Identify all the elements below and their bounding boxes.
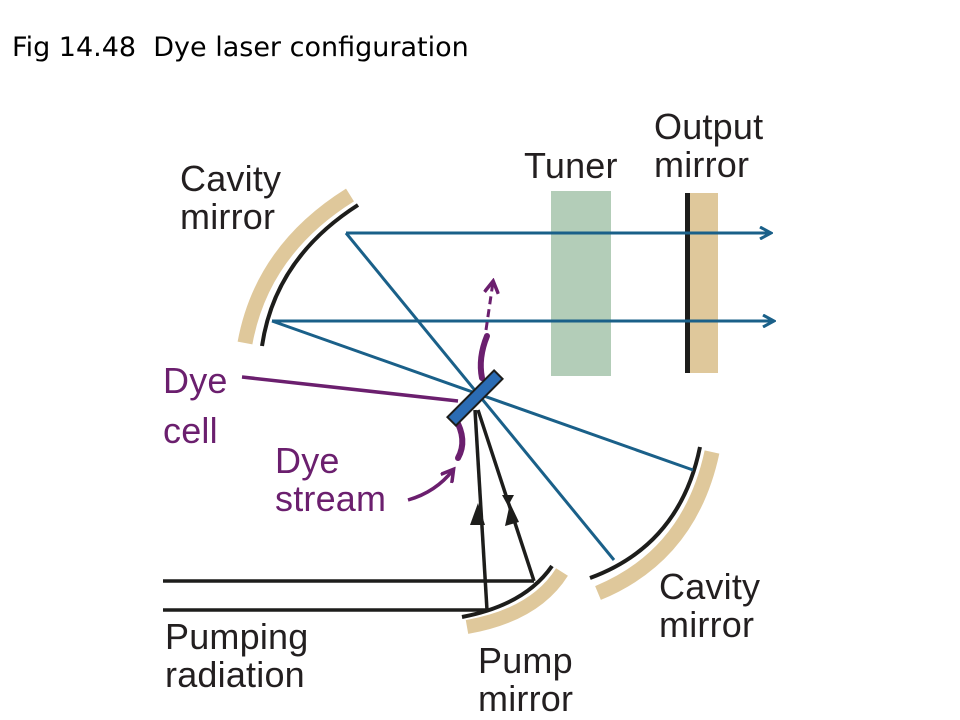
pump-mirror — [461, 564, 568, 634]
cavity-mirror-bottom-label: Cavity mirror — [659, 566, 761, 645]
output-mirror — [685, 193, 718, 373]
dye-cell-pointer — [241, 375, 459, 403]
cavity-mirror-top-label: Cavity mirror — [180, 158, 282, 237]
figure-title: Fig 14.48 Dye laser configuration — [12, 32, 469, 63]
dye-cell — [446, 369, 504, 427]
tuner-label: Tuner — [524, 145, 618, 186]
dye-stream-inflow-arrow — [407, 470, 453, 502]
output-mirror-label: Output mirror — [654, 106, 764, 185]
pump-arrowheads — [470, 503, 519, 526]
pumping-radiation-label: Pumping radiation — [165, 616, 309, 695]
tuner-block — [551, 191, 611, 376]
cavity-mirror-bottom — [589, 446, 720, 600]
dye-cell-label: Dye cell — [163, 360, 228, 451]
dye-stream-outflow-arrow — [486, 282, 493, 331]
dye-stream-label: Dye stream — [275, 440, 387, 519]
pump-mirror-label: Pump mirror — [478, 640, 574, 719]
cavity-mirror-top — [237, 188, 360, 347]
pumping-radiation-beams — [163, 409, 536, 612]
